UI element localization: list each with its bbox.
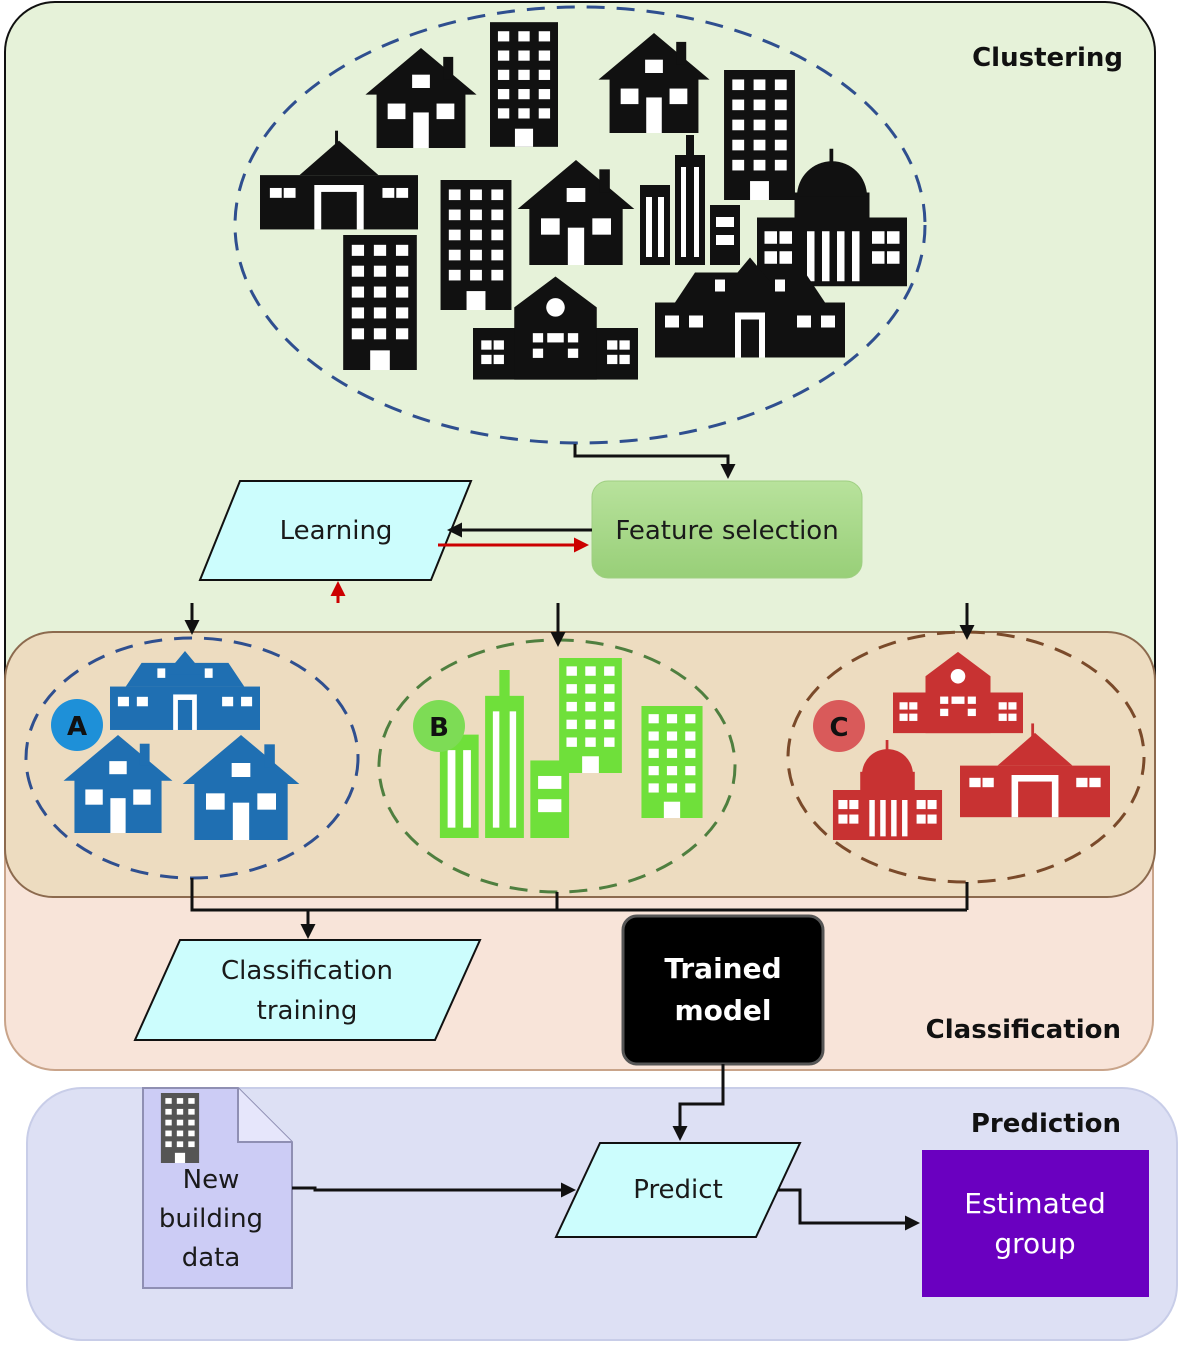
new-building-data-label-3: data [182, 1243, 241, 1273]
cluster-b-label: B [429, 713, 449, 743]
all-buildings-ellipse [233, 5, 927, 445]
estimated-group-label-1: Estimated [964, 1187, 1105, 1220]
building-icon [160, 1093, 200, 1163]
arrow-predict-to-estimated [778, 1188, 920, 1231]
cluster-c-ellipse [786, 630, 1146, 884]
trained-model-node [621, 914, 825, 1066]
cluster-a-label: A [67, 712, 87, 742]
prediction-title: Prediction [971, 1109, 1121, 1139]
office-tower-icon [440, 180, 512, 310]
new-building-data-node [142, 1087, 293, 1289]
arrow-data-to-predict [292, 1182, 576, 1198]
office-tower-icon [490, 22, 558, 147]
classification-training-node [133, 939, 482, 1041]
apartment-icon [724, 70, 795, 200]
connectors [184, 444, 975, 1231]
learning-node [198, 480, 473, 581]
cluster-c-badge [813, 700, 865, 752]
feature-selection-label: Feature selection [615, 516, 838, 546]
estimated-group-node [922, 1150, 1149, 1297]
apartment-icon [559, 658, 622, 773]
new-building-data-label-1: New [183, 1165, 240, 1195]
clustering-title: Clustering [972, 43, 1123, 73]
trained-model-label-2: model [674, 994, 771, 1027]
trained-model-label-1: Trained [664, 952, 781, 985]
learning-label: Learning [280, 516, 393, 546]
cluster-a-badge [51, 699, 103, 751]
arrow-trained-to-predict [672, 1064, 725, 1141]
predict-label: Predict [633, 1175, 723, 1205]
cluster-a-output [190, 878, 967, 912]
office-tower-icon [641, 706, 703, 818]
cluster-c-label: C [829, 713, 848, 743]
classification-training-label-2: training [257, 996, 358, 1026]
arrow-to-feature-selection [573, 444, 736, 479]
new-building-data-label-2: building [159, 1204, 263, 1234]
predict-node [554, 1142, 802, 1238]
cluster-b-badge [413, 700, 465, 752]
classification-title: Classification [926, 1015, 1121, 1045]
classification-training-label-1: Classification [221, 956, 393, 986]
apartment-icon [343, 235, 417, 370]
estimated-group-label-2: group [994, 1227, 1075, 1260]
